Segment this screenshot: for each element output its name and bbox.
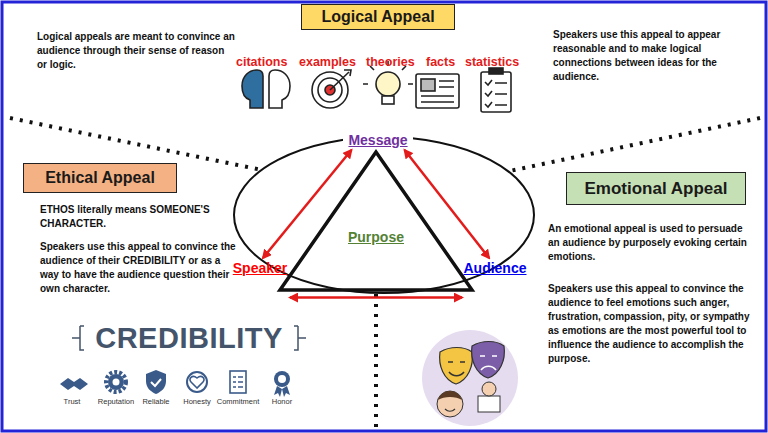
reputation-icon (113, 379, 120, 386)
description-text: Speakers use this appeal to convince the… (40, 240, 240, 296)
appeal-title: Emotional Appeal (585, 179, 728, 199)
emotion-masks-art (437, 391, 463, 417)
credibility-bracket (294, 326, 306, 350)
icon-caption: Trust (47, 397, 97, 407)
thinking-heads-icon (242, 70, 290, 108)
thinking-heads-icon (269, 70, 290, 108)
honor-icon (274, 371, 290, 397)
triangle-vertex: Audience (462, 258, 528, 302)
credibility-word: CREDIBILITY (84, 320, 294, 356)
double-arrow (405, 150, 489, 258)
commitment-icon (230, 371, 246, 393)
reputation-icon (106, 372, 126, 392)
target-icon (330, 72, 349, 90)
appeal-title-box: Logical Appeal (301, 4, 455, 30)
description-text: ETHOS literally means SOMEONE'S CHARACTE… (40, 203, 215, 231)
thinking-heads-icon (242, 70, 263, 108)
vertex-label: Message (343, 130, 413, 150)
double-arrow (263, 150, 351, 258)
triangle-vertex: Message (343, 130, 413, 150)
target-icon (344, 70, 351, 76)
vertex-label: Audience (462, 258, 528, 278)
appeal-title: Logical Appeal (321, 8, 434, 26)
icon-caption: Commitment (213, 397, 263, 407)
vertex-label: Speaker (230, 258, 290, 278)
honesty-icon (187, 372, 207, 392)
emotion-masks-art (438, 391, 462, 400)
triangle-vertex: Speaker (230, 258, 290, 302)
target-icon (312, 72, 348, 108)
emotion-masks-art (445, 409, 455, 411)
appeal-title-box: Emotional Appeal (566, 172, 746, 205)
honesty-icon (187, 372, 207, 392)
target-icon (312, 70, 351, 108)
reputation-icon (106, 372, 126, 392)
emotion-masks-art (422, 330, 518, 426)
honor-icon (274, 386, 290, 397)
clipboard-icon (485, 80, 507, 107)
lightbulb-icon (376, 72, 400, 96)
description-text: Speakers use this appeal to convince the… (548, 282, 753, 366)
honesty-icon (190, 377, 204, 388)
clipboard-icon (481, 68, 511, 112)
emotion-masks-art (482, 382, 496, 396)
logic-example: citations (236, 54, 287, 70)
lightbulb-icon (382, 96, 394, 104)
document-icon (421, 79, 435, 91)
purpose-triangle: Purpose (278, 150, 474, 292)
icon-caption: Reputation (91, 397, 141, 407)
icon-caption: Honor (257, 397, 307, 407)
reputation-icon (108, 374, 124, 390)
honor-icon (278, 375, 286, 383)
clipboard-icon (481, 72, 511, 112)
appeal-title: Ethical Appeal (45, 169, 155, 187)
divider-line (505, 118, 760, 172)
purpose-label: Purpose (278, 228, 474, 246)
emotion-masks-art (480, 356, 497, 370)
triangle-outline (280, 152, 472, 290)
edge-group (263, 150, 489, 298)
appeal-title-box: Ethical Appeal (23, 163, 177, 193)
emotion-masks-art (422, 330, 518, 426)
logic-example: theories (366, 54, 415, 70)
divider-line (10, 118, 760, 430)
credibility-bracket (72, 326, 84, 350)
honor-icon (274, 371, 290, 387)
logic-example: facts (426, 54, 455, 70)
document-icon (416, 74, 459, 108)
description-text: Speakers use this appeal to appear reaso… (553, 28, 748, 84)
commitment-icon (230, 371, 246, 393)
shield-icon (151, 379, 161, 386)
document-icon (416, 74, 459, 108)
logic-example: statistics (465, 54, 519, 70)
shield-icon (146, 370, 166, 394)
document-icon (421, 81, 454, 102)
emotion-masks-art (440, 348, 473, 385)
commitment-icon (233, 377, 243, 387)
description-text: An emotional appeal is used to persuade … (548, 222, 753, 264)
double-arrow (290, 296, 462, 299)
handshake-icon (60, 378, 88, 390)
logic-example: examples (299, 54, 356, 70)
emotion-masks-art (448, 362, 465, 376)
shield-icon (146, 370, 166, 394)
icon-caption: Honesty (172, 397, 222, 407)
description-text: Logical appeals are meant to convince an… (37, 30, 237, 72)
triangle-outline (278, 150, 474, 292)
handshake-icon (60, 378, 88, 390)
divider-line (374, 294, 378, 430)
emotion-masks-art (472, 342, 505, 379)
icon-caption: Reliable (131, 397, 181, 407)
emotion-masks-art (478, 396, 500, 412)
